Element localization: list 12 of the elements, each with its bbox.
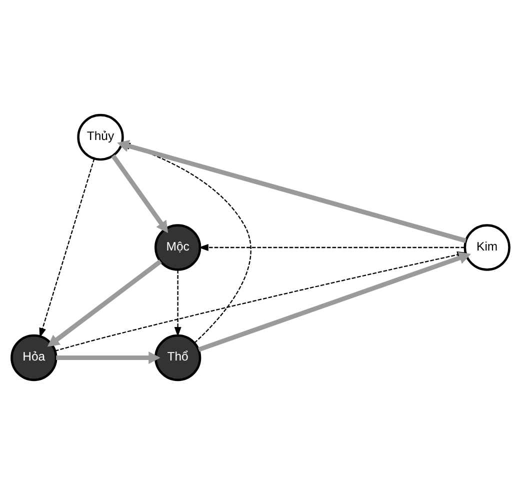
node-circle: Thổ	[154, 334, 202, 382]
arrow	[117, 140, 466, 243]
arrow	[111, 154, 168, 234]
arrow	[47, 260, 162, 347]
arrow	[174, 270, 182, 337]
arrow	[56, 352, 160, 364]
node-circle: Thủy	[77, 114, 124, 161]
node-circle: Mộc	[154, 224, 202, 271]
arrow	[198, 244, 465, 251]
node-circle: Kim	[464, 224, 510, 271]
node-circle: Hỏa	[10, 334, 58, 382]
arrow	[39, 158, 95, 338]
